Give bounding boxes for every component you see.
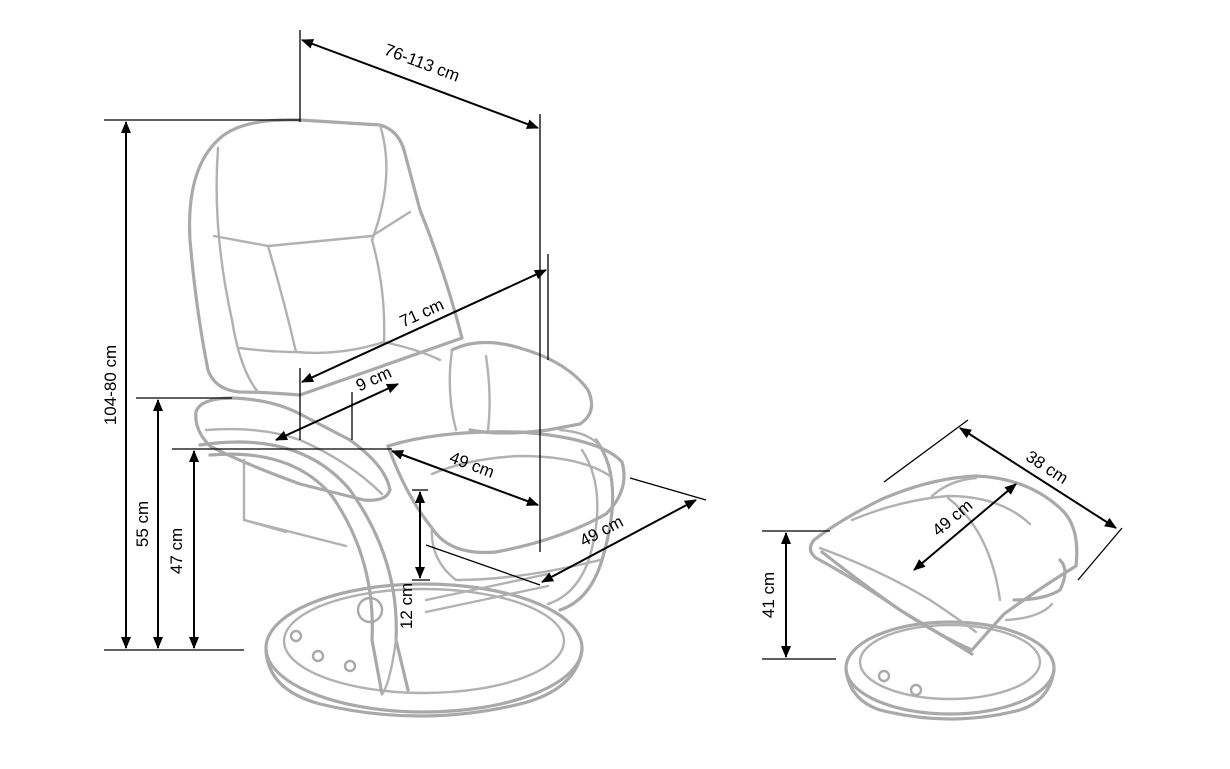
dim-arrow-ottoman-depth <box>959 427 1117 529</box>
dim-arrow-base-width <box>541 499 697 583</box>
label-armrest-height: 55 cm <box>133 501 152 547</box>
chair-backrest <box>187 118 464 397</box>
base-screw-hole <box>311 649 325 663</box>
ottoman-screw-hole <box>877 669 891 683</box>
dimension-labels: 76-113 cm 104-80 cm 55 cm 47 cm 71 cm 9 … <box>101 40 1072 629</box>
chair-base <box>264 582 584 718</box>
bentwood-support-left <box>198 440 410 696</box>
dim-arrow-depth <box>301 39 539 129</box>
label-base-clearance: 12 cm <box>397 583 416 629</box>
extension-lines <box>104 30 1123 660</box>
ottoman-base <box>844 620 1056 721</box>
base-screw-hole <box>343 659 357 673</box>
base-screw-hole <box>289 629 303 643</box>
label-depth: 76-113 cm <box>382 40 463 85</box>
dim-arrow-seat-width <box>301 269 547 383</box>
dim-arrow-seat-depth <box>391 450 539 506</box>
dim-arrow-armrest-width <box>275 383 399 441</box>
label-height: 104-80 cm <box>101 345 120 425</box>
chair-armrest-right <box>448 340 602 448</box>
dim-arrow-ottoman-width <box>913 483 1017 571</box>
label-armrest-width: 9 cm <box>353 363 394 396</box>
label-seat-width: 71 cm <box>397 295 447 331</box>
label-ottoman-depth: 38 cm <box>1022 447 1071 488</box>
ottoman-screw-hole <box>909 683 923 697</box>
label-ottoman-height: 41 cm <box>759 572 778 618</box>
label-seat-height: 47 cm <box>167 528 186 574</box>
dimension-arrows <box>121 39 1117 658</box>
label-seat-depth: 49 cm <box>447 448 497 482</box>
